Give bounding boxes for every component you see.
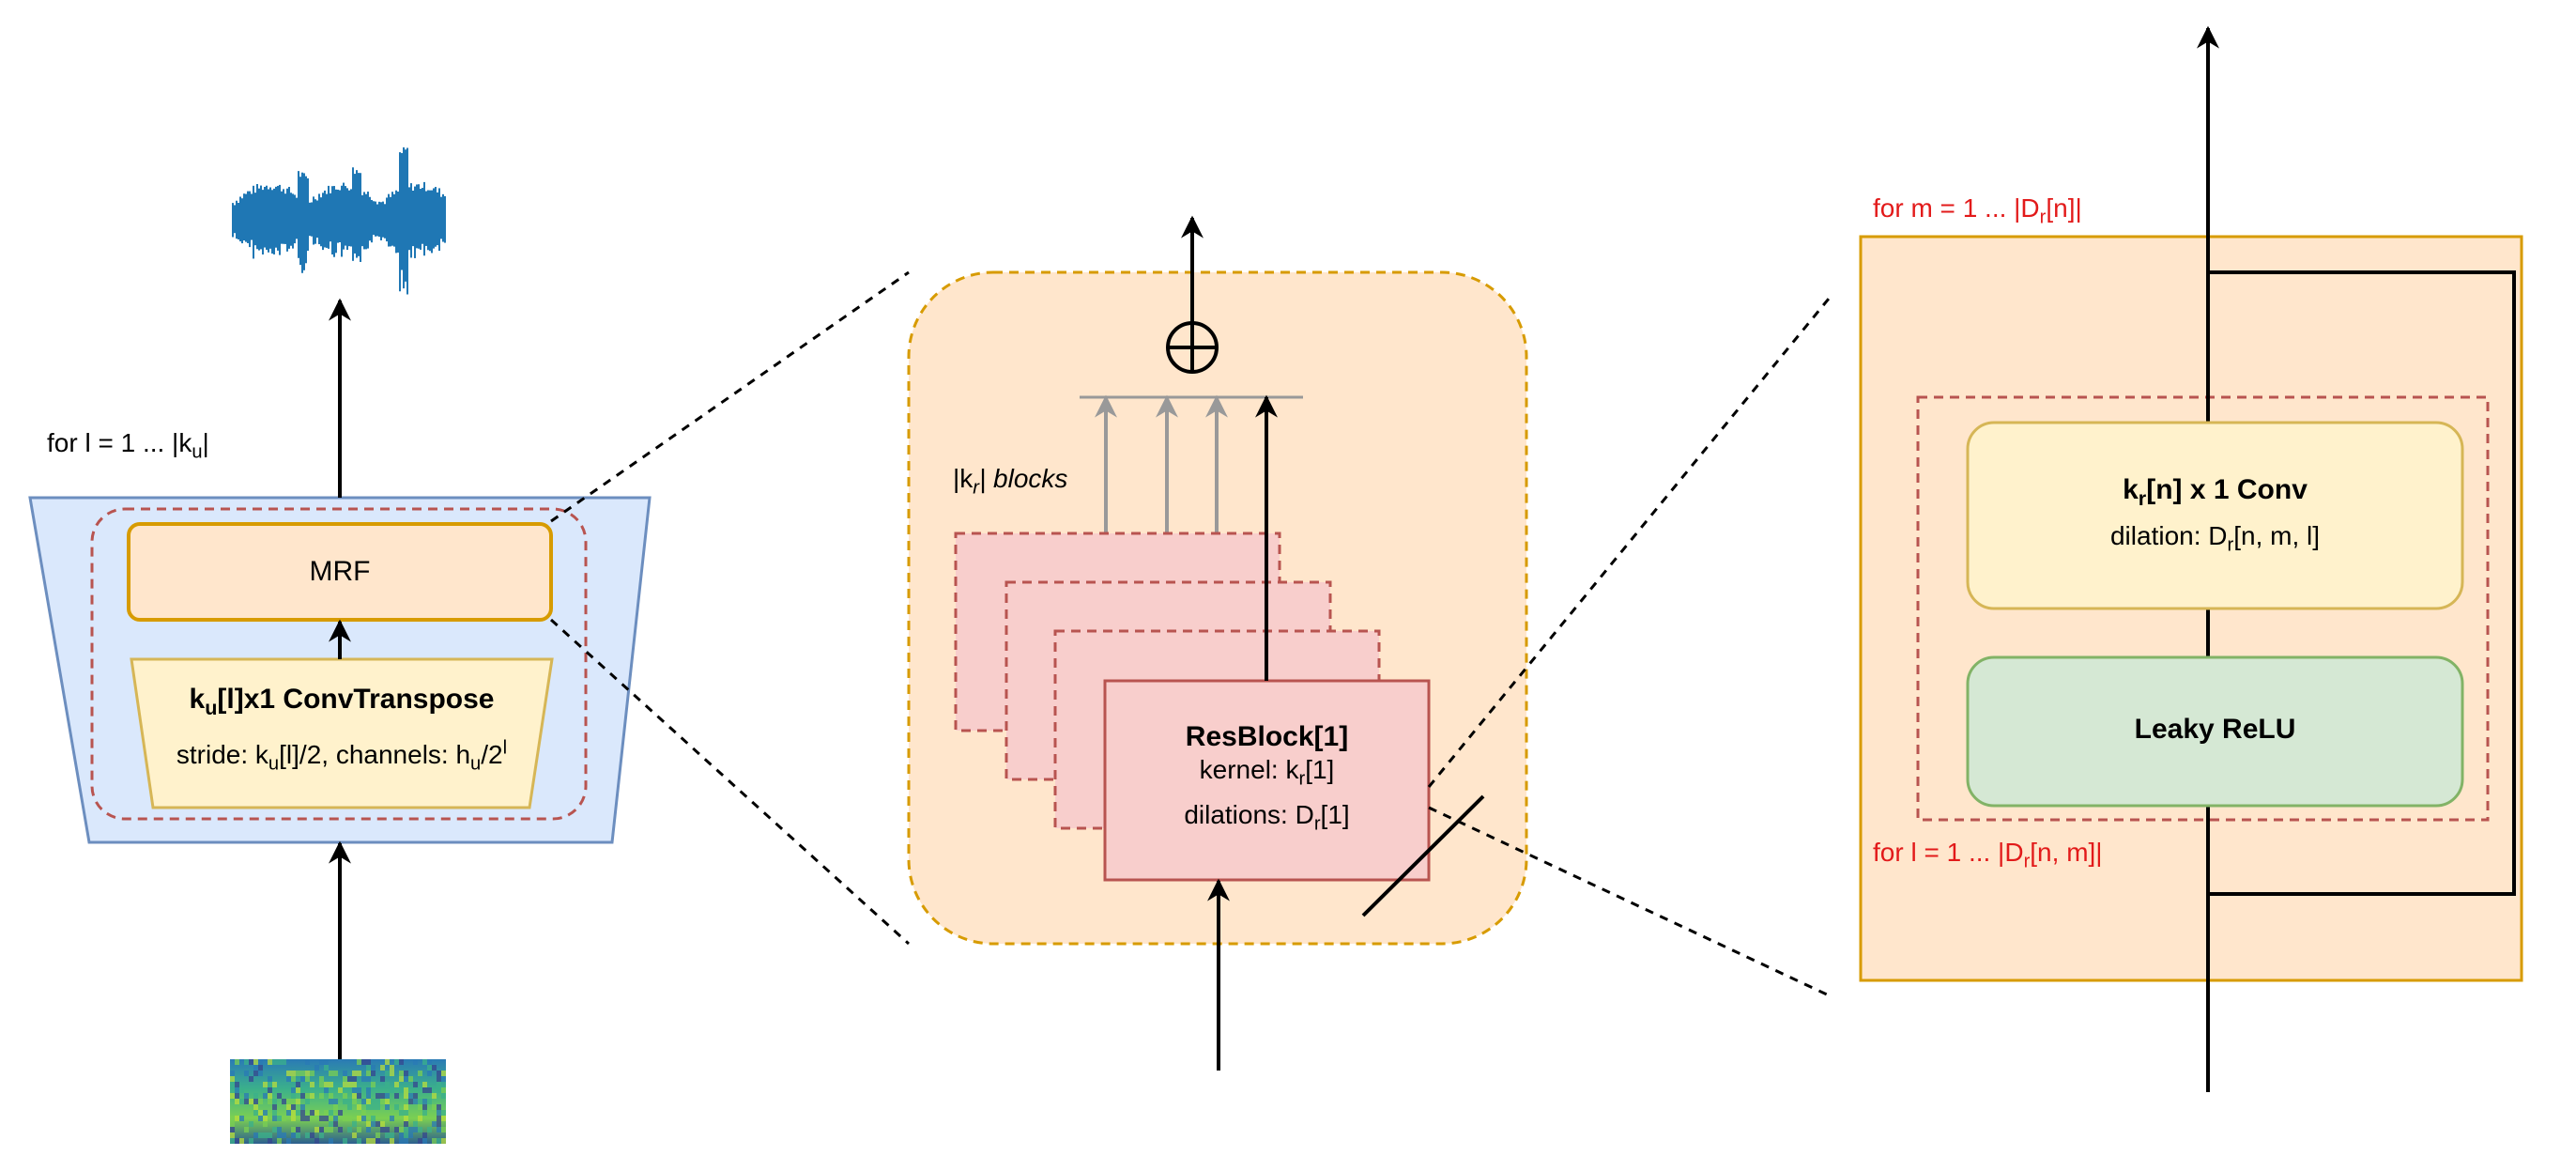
resblock-box[interactable]: [1103, 679, 1431, 882]
dilated-conv-box[interactable]: [1966, 421, 2464, 610]
upsample-loop-region: [90, 507, 588, 821]
convtranspose-box[interactable]: [130, 657, 554, 809]
dilated-conv-dilation: dilation: Dr[n, m, l]: [2109, 521, 2321, 556]
convtranspose-params: stride: ku[l]/2, channels: hu/2l: [176, 737, 508, 775]
mel-spectrogram-icon: [230, 1059, 446, 1144]
upsample-loop-label: for l = 1 ... |ku|: [47, 428, 209, 463]
residual-skip-connection: [2208, 270, 2516, 896]
convtranspose-title: ku[l]x1 ConvTranspose: [189, 684, 495, 719]
outer-loop-label: for m = 1 ... |Dr[n]|: [1873, 193, 2082, 228]
inner-loop-region: [1916, 395, 2490, 822]
resblock-kernel: kernel: kr[1]: [1199, 755, 1335, 790]
circled-plus-icon: [1166, 321, 1219, 374]
dilated-conv-title: kr[n] x 1 Conv: [2123, 474, 2308, 510]
blocks-count-label: |kr| blocks: [953, 464, 1068, 499]
zoom-line-left-bottom: [549, 618, 911, 946]
leaky-relu-box[interactable]: [1966, 655, 2464, 808]
zoom-line-right-bottom: [1428, 806, 1830, 997]
leaky-relu-label: Leaky ReLU: [2134, 714, 2296, 745]
zoom-line-left-top: [550, 270, 910, 523]
resblock-title: ResBlock[1]: [1185, 721, 1349, 752]
zoom-slash: [1361, 794, 1485, 917]
resblock-dilations: dilations: Dr[1]: [1184, 800, 1350, 835]
inner-loop-label: for l = 1 ... |Dr[n, m]|: [1873, 838, 2103, 872]
audio-waveform-icon: [232, 146, 446, 295]
mrf-label: MRF: [309, 556, 371, 587]
